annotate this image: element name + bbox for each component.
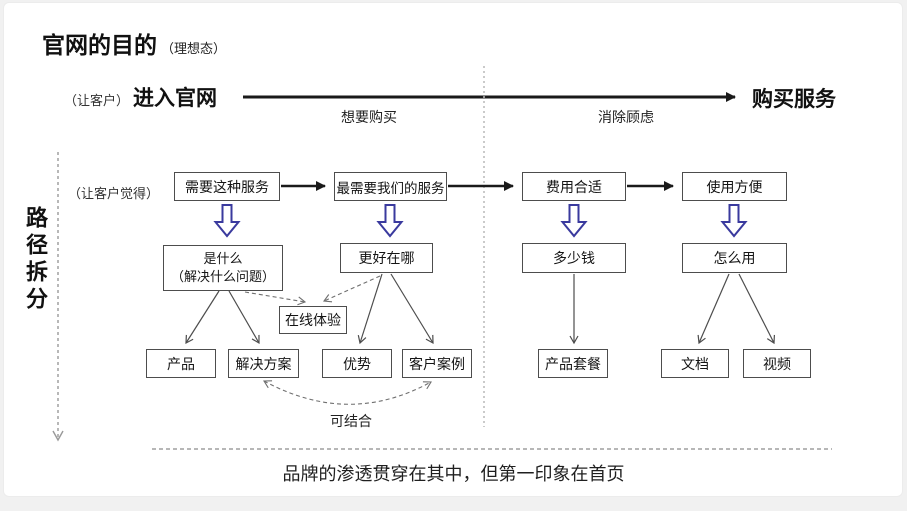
node-solutions: 解决方案 (228, 349, 299, 378)
stage-label-want-to-buy: 想要购买 (341, 109, 397, 125)
dashed-link-whatis-online (244, 291, 307, 306)
link-whatis-solutions (228, 290, 260, 345)
flow-prefix-label: （让客户） (64, 93, 130, 108)
link-howto-videos (738, 273, 775, 345)
link-better-advantages (357, 273, 383, 345)
title-subtext: （理想态） (161, 41, 227, 56)
page-title: 官网的目的 （理想态） (42, 26, 226, 60)
node-what-is-it-line2: （解决什么问题） (170, 269, 275, 284)
node-need-this-service: 需要这种服务 (174, 172, 280, 201)
flow-entry-label: 进入官网 (133, 87, 217, 110)
bottom-note: 品牌的渗透贯穿在其中，但第一印象在首页 (282, 464, 625, 484)
flow-goal-label: 购买服务 (752, 88, 836, 111)
stage-label-remove-doubts: 消除顾虑 (598, 109, 654, 125)
axis-hint-label: （让客户觉得） (68, 186, 160, 201)
node-online-trial: 在线体验 (279, 306, 347, 334)
node-what-is-it-line1: 是什么 (203, 250, 243, 266)
down-block-arrow-1 (213, 204, 241, 238)
node-what-is-it: 是什么 （解决什么问题） (163, 245, 283, 291)
node-need-ours-most: 最需要我们的服务 (334, 172, 447, 201)
link-better-cases (390, 273, 434, 345)
node-how-much: 多少钱 (522, 243, 626, 273)
node-docs: 文档 (661, 349, 729, 378)
node-products: 产品 (146, 349, 216, 378)
dashed-link-better-online (322, 275, 381, 303)
node-easy-to-use: 使用方便 (682, 172, 787, 201)
combine-label: 可结合 (330, 413, 372, 429)
node-how-to-use: 怎么用 (682, 243, 787, 273)
path-axis-arrowhead (52, 430, 64, 442)
dashed-combine-curve (263, 380, 432, 405)
path-split-label: 路径拆分 (23, 206, 48, 314)
node-fair-price: 费用合适 (522, 172, 626, 201)
down-block-arrow-3 (560, 204, 588, 238)
node-videos: 视频 (743, 349, 811, 378)
down-block-arrow-4 (720, 204, 748, 238)
node-advantages: 优势 (322, 349, 392, 378)
title-text: 官网的目的 (42, 32, 157, 58)
link-whatis-products (185, 290, 220, 345)
node-product-plans: 产品套餐 (538, 349, 608, 378)
node-customer-cases: 客户案例 (402, 349, 472, 378)
node-why-better: 更好在哪 (340, 243, 433, 273)
link-howto-docs (697, 273, 730, 345)
down-block-arrow-2 (376, 204, 404, 238)
